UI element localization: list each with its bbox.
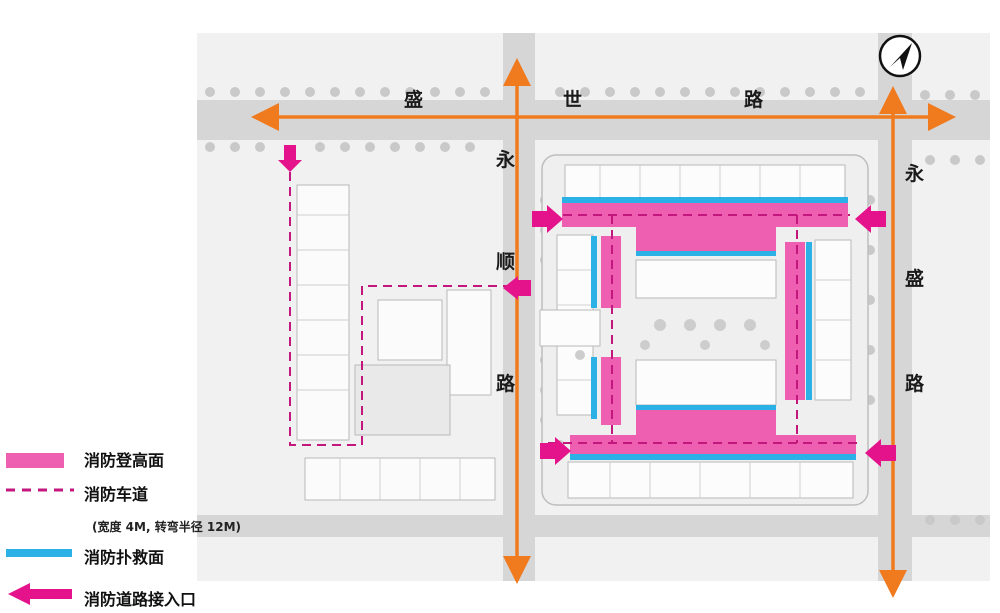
west-road-char-1: 永 [495, 148, 516, 171]
east-road-char-1: 永 [904, 162, 925, 185]
legend: 消防登高面 消防车道 (宽度 4M, 转弯半径 12M) 消防扑救面 消防道路接… [0, 440, 300, 613]
fire-lane-note: (宽度 4M, 转弯半径 12M) [92, 520, 241, 534]
north-road-char-3: 路 [744, 88, 764, 111]
west-plot-buildings [296, 184, 496, 501]
fire-rescue-faces [562, 197, 856, 460]
building-south-slab-main [567, 461, 854, 499]
north-road-char-1: 盛 [404, 88, 423, 111]
north-road-char-2: 世 [563, 89, 582, 111]
west-road-char-2: 顺 [496, 251, 515, 273]
entry-arrow-nw [532, 205, 563, 233]
entry-arrow-ne [855, 205, 886, 233]
rescue-face-swatch [6, 549, 72, 557]
main-plot [539, 154, 869, 506]
legend-label-fire-lane: 消防车道 [84, 485, 149, 504]
building-inner-south [635, 359, 777, 406]
building-north-slab [564, 164, 846, 202]
legend-label-climbing-face: 消防登高面 [84, 451, 165, 470]
entry-arrow-se [865, 439, 896, 467]
east-road-char-2: 盛 [905, 267, 924, 290]
building-center-block [377, 299, 443, 361]
fire-entry-arrows [278, 145, 896, 467]
plaza [354, 364, 451, 436]
entry-arrow-west-plot [278, 145, 302, 172]
entry-arrow-west-mid [503, 276, 531, 300]
north-arrow-icon [878, 34, 922, 78]
fire-climbing-faces [562, 203, 856, 454]
fire-lanes [289, 172, 858, 446]
building-south-slab [304, 457, 496, 501]
entry-arrow-sw [540, 437, 571, 465]
west-plot-grid [297, 214, 461, 500]
legend-label-entry: 消防道路接入口 [84, 590, 197, 609]
east-road-char-3: 路 [905, 372, 925, 395]
building-west-slab [296, 184, 350, 441]
building-tower [446, 289, 492, 396]
building-link [539, 309, 601, 347]
fire-lane-swatch [6, 488, 74, 492]
west-road-char-3: 路 [496, 372, 516, 395]
building-inner-north [635, 259, 777, 299]
road-axis-arrows [251, 58, 956, 598]
legend-label-rescue-face: 消防扑救面 [84, 548, 165, 567]
climbing-face-swatch [6, 453, 64, 468]
entry-arrow-icon [8, 583, 72, 605]
